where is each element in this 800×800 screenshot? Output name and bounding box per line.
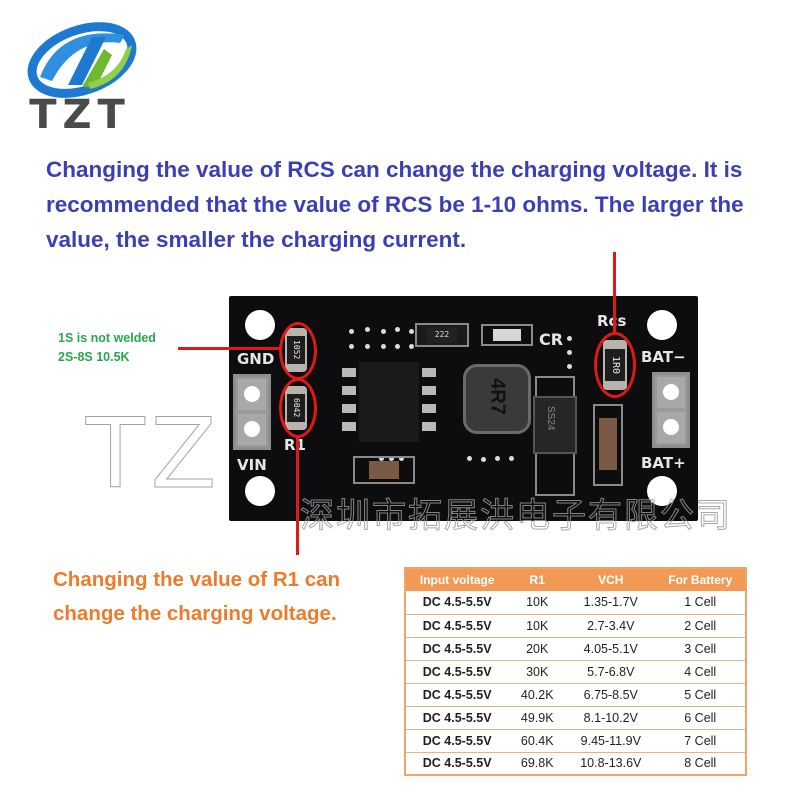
silk-gnd: GND (237, 350, 275, 368)
resistor-222: 222 (415, 323, 469, 347)
mounting-hole (245, 310, 275, 340)
silk-bat-plus: BAT+ (641, 454, 686, 472)
spec-table: Input voltage R1 VCH For Battery DC 4.5-… (404, 567, 747, 776)
brand-name: TZT (29, 92, 131, 138)
silk-cr: CR (539, 330, 564, 349)
pad (657, 377, 685, 408)
silk-rcs: Rcs (597, 312, 627, 330)
watermark-chinese: 深圳市拓展洪电子有限公司 (300, 496, 732, 537)
tzt-logo-icon (20, 15, 140, 135)
header-for-battery: For Battery (655, 568, 746, 591)
r1-description: Changing the value of R1 can change the … (53, 568, 341, 625)
vin-gnd-pads (233, 374, 271, 450)
highlight-r1 (279, 378, 317, 438)
note-line-1: 1S is not welded (58, 331, 156, 345)
capacitor-outline (593, 404, 623, 486)
bat-pads (652, 372, 690, 448)
mounting-hole (647, 476, 677, 506)
pointer-line-rcs (613, 252, 616, 334)
pad (657, 412, 685, 443)
header-input-voltage: Input voltage (405, 568, 509, 591)
highlight-rcs (594, 332, 636, 398)
ic-chip (359, 362, 419, 442)
note-line-2: 2S-8S 10.5K (58, 350, 130, 364)
pointer-line-note (178, 347, 281, 350)
header-r1: R1 (508, 568, 567, 591)
silk-vin: VIN (237, 456, 267, 474)
led (481, 324, 533, 346)
header-vch: VCH (566, 568, 656, 591)
capacitor-bottom (353, 456, 415, 484)
silk-r1: R1 (284, 436, 306, 454)
mounting-hole (245, 476, 275, 506)
pad (238, 414, 266, 445)
diode-ss24: SS24 (533, 396, 577, 454)
inductor: 4R7 (463, 364, 531, 434)
watermark-latin: TZ (85, 398, 223, 511)
pointer-line-r1 (296, 437, 299, 555)
pad (238, 379, 266, 410)
table-header-row: Input voltage R1 VCH For Battery (405, 568, 746, 591)
silk-bat-minus: BAT− (641, 348, 686, 366)
mounting-hole (647, 310, 677, 340)
resistor-note: 1S is not welded 2S-8S 10.5K (58, 329, 156, 367)
rcs-description: Changing the value of RCS can change the… (46, 157, 744, 252)
highlight-top-resistor (279, 322, 317, 380)
